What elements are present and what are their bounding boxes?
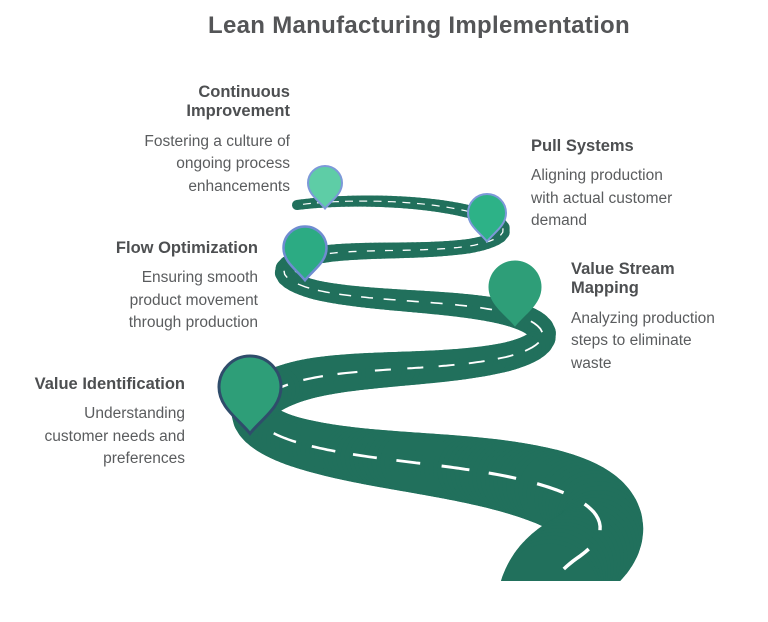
road-group	[229, 192, 646, 581]
stage-value-stream-mapping: Value Stream Mapping Analyzing productio…	[571, 260, 761, 375]
stage-title: Value Identification	[34, 375, 185, 393]
stage-pull-systems: Pull Systems Aligning production with ac…	[531, 137, 741, 233]
continuous-improvement-location-pin-icon	[306, 165, 344, 211]
pull-systems-location-pin-icon	[466, 193, 508, 244]
stage-description: Fostering a culture of ongoing process e…	[144, 132, 290, 195]
value-identification-location-pin-icon	[217, 354, 283, 436]
stage-flow-optimization: Flow Optimization Ensuring smooth produc…	[38, 239, 258, 335]
stage-description: Aligning production with actual customer…	[531, 167, 673, 230]
stage-description: Understanding customer needs and prefere…	[44, 405, 185, 468]
stage-title: Value Stream Mapping	[571, 260, 675, 298]
page-title: Lean Manufacturing Implementation	[208, 12, 630, 39]
stage-title: Continuous Improvement	[186, 83, 290, 121]
stage-description: Ensuring smooth product movement through…	[128, 269, 258, 332]
stage-title: Pull Systems	[531, 137, 634, 155]
value-stream-mapping-location-pin-icon	[488, 260, 542, 327]
stage-title: Flow Optimization	[115, 239, 258, 257]
stage-continuous-improvement: Continuous Improvement Fostering a cultu…	[60, 83, 290, 198]
stage-description: Analyzing production steps to eliminate …	[571, 309, 715, 372]
stage-value-identification: Value Identification Understanding custo…	[0, 375, 185, 471]
flow-optimization-location-pin-icon	[282, 225, 328, 283]
